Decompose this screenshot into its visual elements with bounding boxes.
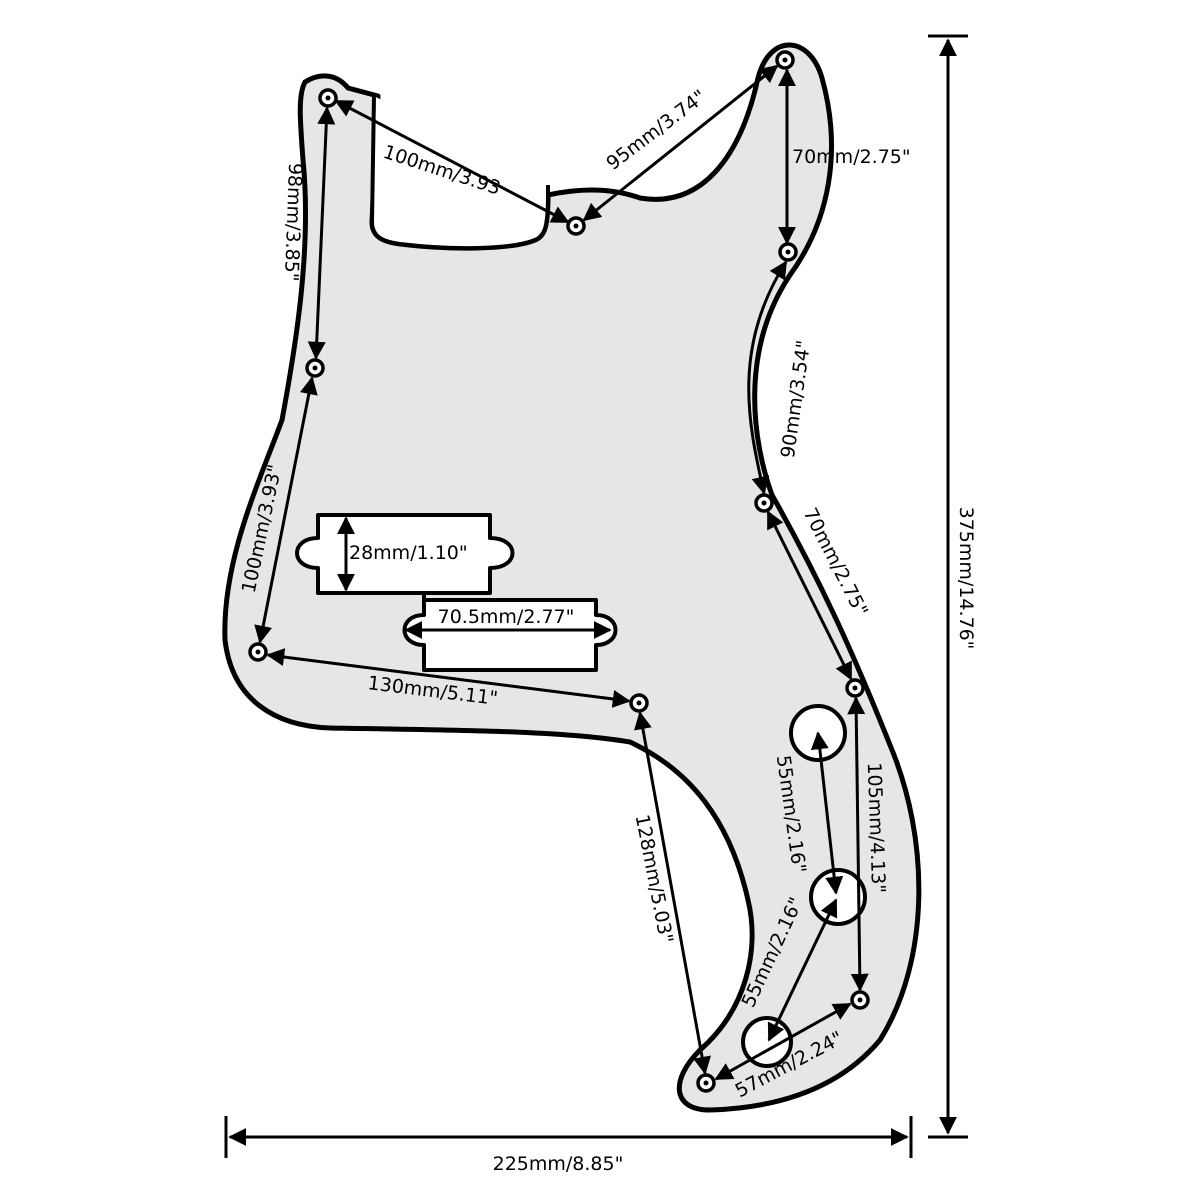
dim-line-bottom-small — [714, 1002, 852, 1081]
label-overall-height: 375mm/14.76" — [955, 507, 977, 650]
screw-hole — [696, 1073, 716, 1093]
screw-hole — [318, 88, 338, 108]
screw-hole — [775, 50, 795, 70]
label-pickup-height: 28mm/1.10" — [349, 542, 468, 564]
screw-hole — [754, 493, 774, 513]
screw-hole — [305, 358, 325, 378]
dim-line-top-right-diag — [582, 64, 779, 222]
dim-line-right-mid-curve — [747, 260, 788, 495]
screw-hole — [248, 642, 268, 662]
screw-hole — [850, 990, 870, 1010]
screw-holes — [248, 50, 870, 1093]
dim-line-knob-upper — [810, 731, 844, 895]
dim-line-right-lower-diag — [766, 510, 853, 681]
label-left-upper-vertical: 98mm/3.85" — [280, 163, 306, 282]
label-top-right-vertical: 70mm/2.75" — [792, 146, 911, 168]
dim-line-left-lower-diag — [254, 376, 318, 644]
screw-hole — [778, 242, 798, 262]
label-overall-width: 225mm/8.85" — [493, 1153, 624, 1175]
label-right-horn-vertical: 105mm/4.13" — [863, 762, 890, 893]
screw-hole — [845, 678, 865, 698]
screw-hole — [566, 216, 586, 236]
dim-line-right-horn-vertical — [847, 696, 869, 992]
knob-hole-middle — [809, 868, 867, 926]
dim-line-horn-long-diag — [634, 711, 711, 1075]
label-right-mid-vertical: 90mm/3.54" — [777, 339, 815, 460]
label-pickup-width: 70.5mm/2.77" — [438, 606, 575, 628]
dim-line-top-left-diag — [334, 99, 570, 224]
dim-line-left-upper-vertical — [307, 106, 336, 360]
screw-hole — [629, 693, 649, 713]
dimension-arrows — [224, 34, 968, 1158]
dim-line-bottom-horizontal — [266, 648, 631, 708]
